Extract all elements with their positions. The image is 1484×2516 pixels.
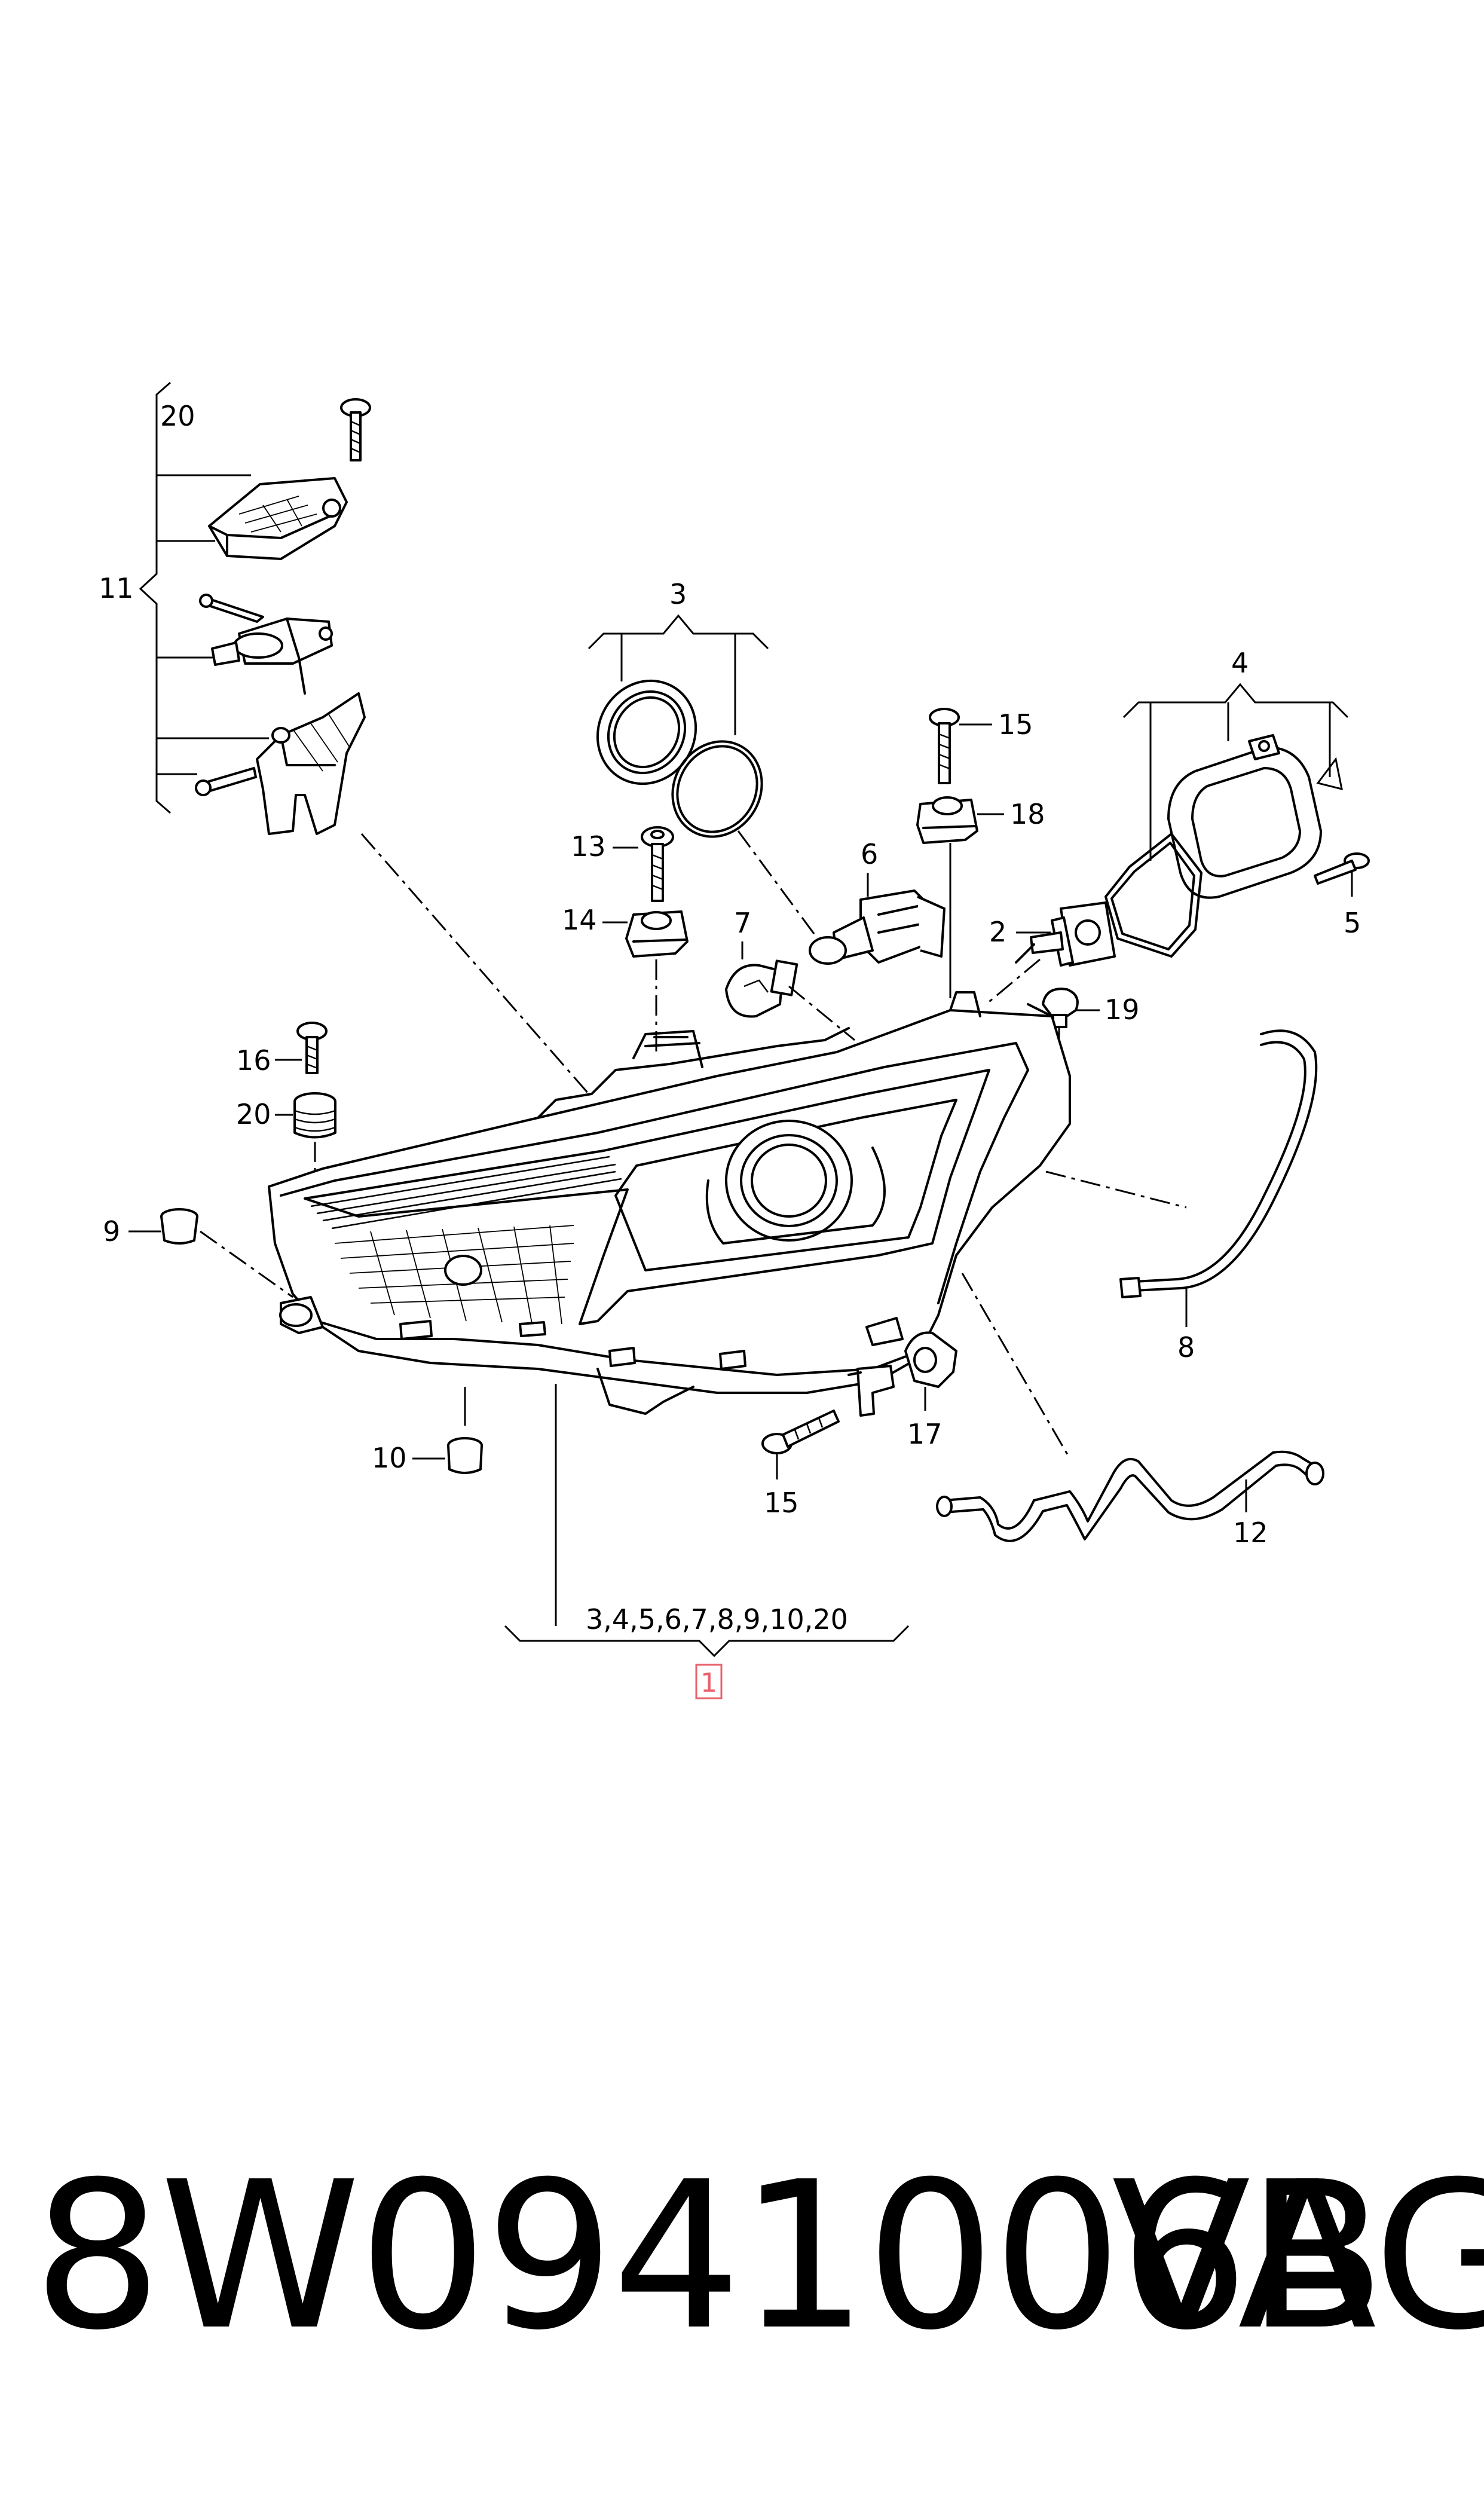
screw-icon xyxy=(340,398,371,461)
callout-19: 19 xyxy=(1104,993,1140,1026)
callout-1: 1 xyxy=(700,1668,717,1698)
cap-icon xyxy=(447,1437,483,1474)
part-number: 8W0941006B xyxy=(33,2138,1386,2375)
callout-group-list: 3,4,5,6,7,8,9,10,20 xyxy=(586,1603,848,1635)
screw-icon xyxy=(929,708,960,784)
screw-icon xyxy=(296,1022,328,1074)
callout-9: 9 xyxy=(103,1215,120,1248)
h7-bulb-icon xyxy=(809,889,946,965)
callout-1-highlight-box xyxy=(695,1664,723,1699)
bulb-holder-icon xyxy=(916,796,978,844)
callout-12: 12 xyxy=(1233,1517,1268,1549)
bracket-group-3 xyxy=(588,614,769,735)
callout-15-bottom: 15 xyxy=(764,1487,799,1519)
bulb-holder-icon xyxy=(625,910,689,958)
callout-14: 14 xyxy=(562,904,597,936)
callout-6: 6 xyxy=(861,838,878,870)
callout-3: 3 xyxy=(669,578,687,610)
screw-icon xyxy=(1314,852,1370,885)
callout-7: 7 xyxy=(734,907,751,939)
rear-cover-icon xyxy=(1167,734,1322,899)
callout-15-top: 15 xyxy=(998,708,1033,741)
callout-5: 5 xyxy=(1344,907,1361,939)
bracket-group-4 xyxy=(1122,683,1349,861)
cap-icon xyxy=(160,1208,198,1245)
cover-seal-icon xyxy=(1104,833,1203,958)
o-ring-icon xyxy=(671,740,763,838)
callout-11: 11 xyxy=(99,572,134,604)
callout-8: 8 xyxy=(1177,1331,1195,1364)
callout-16: 16 xyxy=(236,1044,271,1077)
callout-2: 2 xyxy=(989,916,1006,948)
bracket-icon xyxy=(195,692,366,835)
grommet-icon xyxy=(293,1092,336,1139)
control-unit-icon xyxy=(208,477,348,560)
callout-13: 13 xyxy=(571,830,606,863)
callout-18: 18 xyxy=(1010,798,1045,830)
screw-icon xyxy=(761,1410,840,1454)
w5w-bulb-icon xyxy=(725,959,798,1018)
callout-20-mid: 20 xyxy=(236,1098,271,1130)
callout-17: 17 xyxy=(907,1418,943,1450)
seal-ring-icon xyxy=(596,679,697,785)
screw-icon xyxy=(641,826,674,902)
mounting-bracket-icon xyxy=(847,1365,895,1417)
callout-10: 10 xyxy=(372,1442,407,1474)
brand-name: VAG xyxy=(1112,2138,1484,2375)
wiring-harness-icon xyxy=(936,1450,1324,1542)
headlight-housing-icon xyxy=(268,991,1071,1415)
exploded-view-drawing: 20 11 3 xyxy=(99,381,1370,1699)
adjuster-icon xyxy=(199,594,333,695)
light-guide-strip-icon xyxy=(1119,1029,1318,1298)
bracket-group-1 xyxy=(504,1384,910,1658)
callout-4: 4 xyxy=(1231,647,1249,679)
clip-icon xyxy=(904,1331,957,1388)
callout-20-top: 20 xyxy=(160,400,195,432)
bracket-group-11 xyxy=(139,381,269,814)
xenon-bulb-icon xyxy=(1015,901,1116,967)
